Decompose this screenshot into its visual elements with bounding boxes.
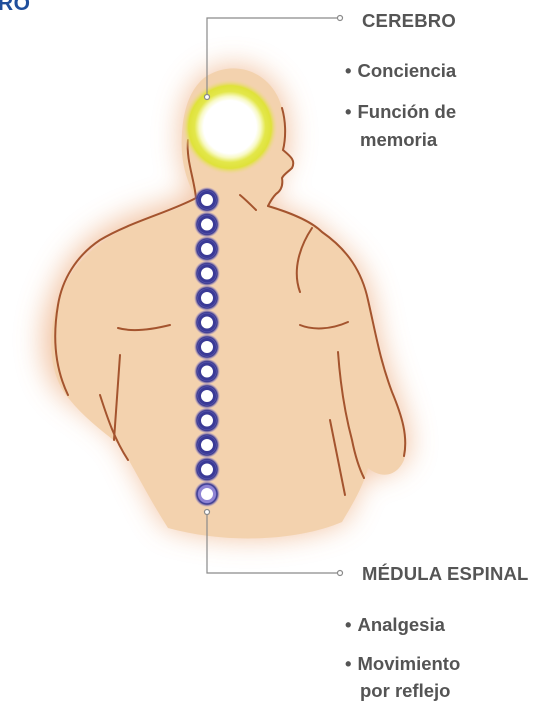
spinal-heading: MÉDULA ESPINAL: [362, 563, 529, 585]
vertebra: [200, 364, 215, 379]
vertebra: [200, 193, 215, 208]
vertebra: [200, 242, 215, 257]
vertebra: [200, 315, 215, 330]
vertebra: [200, 389, 215, 404]
brain-glow: [182, 79, 278, 175]
brain-item-memory-line1: Función de: [345, 101, 456, 123]
spinal-item-reflex-line1: Movimiento: [345, 653, 460, 675]
spinal-item-analgesia: Analgesia: [345, 614, 445, 636]
vertebra: [200, 266, 215, 281]
vertebra: [200, 413, 215, 428]
vertebra: [200, 217, 215, 232]
vertebra: [200, 340, 215, 355]
brain-item-consciousness: Conciencia: [345, 60, 456, 82]
spinal-item-reflex-line2: por reflejo: [360, 680, 450, 702]
vertebra: [200, 438, 215, 453]
vertebra: [200, 487, 215, 502]
vertebra: [200, 291, 215, 306]
brain-item-memory-line2: memoria: [360, 129, 437, 151]
vertebra: [200, 462, 215, 477]
brain-heading: CEREBRO: [362, 10, 456, 32]
